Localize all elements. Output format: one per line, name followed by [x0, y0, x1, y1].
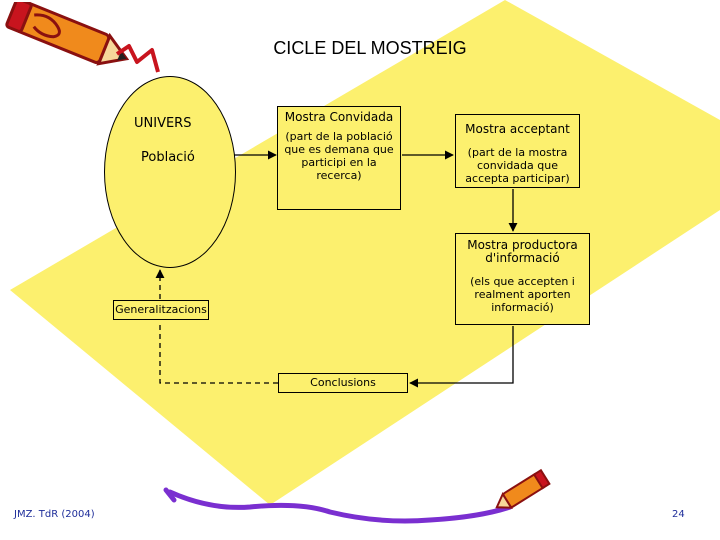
arrow-producing-to-conclusions	[409, 326, 514, 388]
page-number: 24	[672, 509, 685, 520]
accepting-sample-description: (part de la mostra convidada que accepta…	[465, 146, 570, 185]
generalizations-box: Generalitzacions	[113, 300, 209, 320]
accepting-sample-box: Mostra acceptant (part de la mostra conv…	[455, 114, 580, 188]
universe-ellipse	[104, 76, 236, 268]
dashed-conclusions-to-generalizations	[159, 321, 278, 384]
universe-label: UNIVERS	[134, 116, 192, 131]
accepting-sample-heading: Mostra acceptant	[465, 122, 570, 136]
conclusions-box: Conclusions	[278, 373, 408, 393]
population-label: Població	[141, 150, 195, 165]
invited-sample-description: (part de la població que es demana que p…	[284, 130, 394, 182]
pencil-icon-bottom	[163, 468, 551, 524]
producing-sample-heading: Mostra productora d'informació	[467, 238, 578, 265]
invited-sample-heading: Mostra Convidada	[284, 110, 394, 124]
diagram-title: CICLE DEL MOSTREIG	[273, 38, 467, 58]
producing-sample-description: (els que accepten i realment aporten inf…	[470, 275, 575, 314]
pencil-icon-top	[5, 2, 160, 73]
invited-sample-box: Mostra Convidada (part de la població qu…	[277, 106, 401, 210]
footer-credit: JMZ. TdR (2004)	[14, 509, 95, 520]
producing-sample-box: Mostra productora d'informació (els que …	[455, 233, 590, 325]
